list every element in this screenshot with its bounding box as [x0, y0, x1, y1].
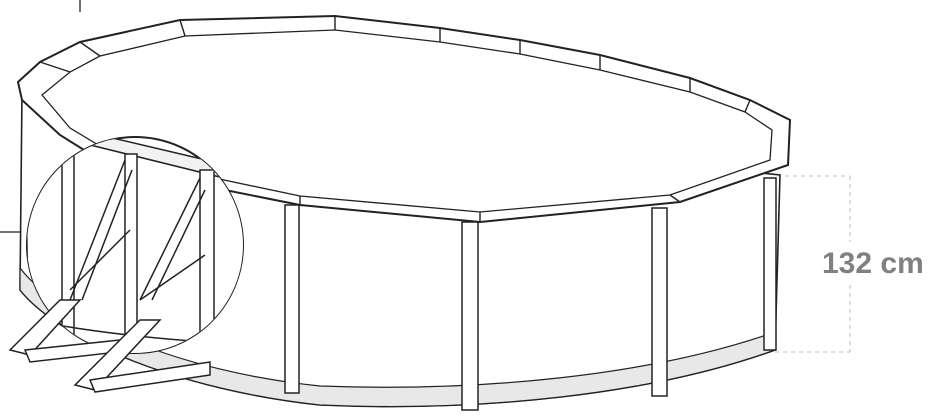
detail-magnifier — [26, 136, 244, 354]
support-feet — [8, 299, 211, 393]
height-dimension — [775, 175, 851, 353]
wall-posts — [284, 177, 777, 411]
rim-joints — [39, 16, 751, 222]
height-label: 132 cm — [822, 247, 924, 280]
